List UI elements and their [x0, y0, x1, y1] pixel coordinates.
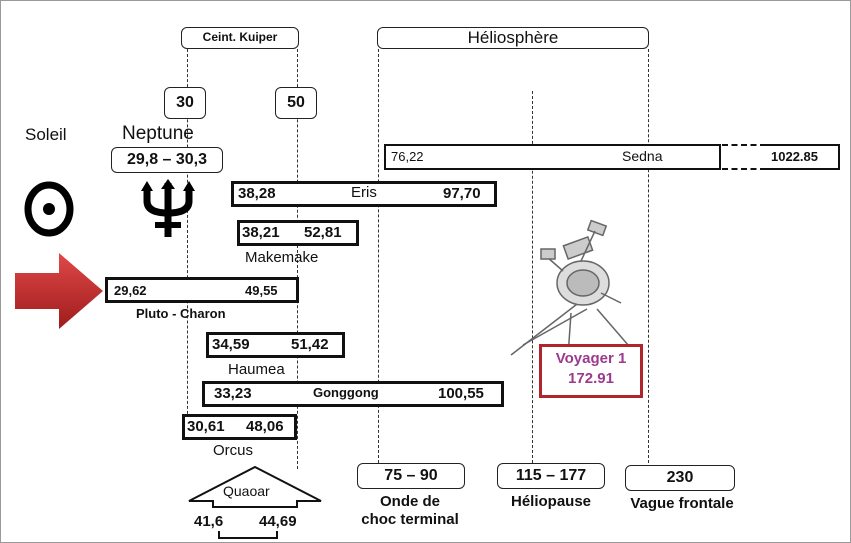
- neptune-trident-icon: [141, 179, 195, 237]
- heliosphere-header: Héliosphère: [377, 27, 649, 49]
- orcus-name: Orcus: [213, 442, 254, 459]
- haumea-max: 51,42: [291, 336, 329, 353]
- red-arrow-icon: [15, 253, 103, 329]
- pluto-name: Pluto - Charon: [136, 306, 226, 321]
- sedna-name: Sedna: [622, 148, 663, 164]
- quaoar-max: 44,69: [259, 513, 297, 530]
- makemake-max: 52,81: [304, 224, 342, 241]
- voyager-distance: 172.91: [568, 370, 614, 387]
- gonggong-range-box: [202, 381, 504, 407]
- heliopause-range: 115 – 177: [497, 463, 605, 489]
- pluto-max: 49,55: [245, 283, 278, 298]
- quaoar-name: Quaoar: [223, 483, 270, 499]
- termination-shock-label-line1: Onde de: [379, 493, 440, 510]
- kuiper-right-line: [297, 49, 298, 469]
- termination-shock-label-line2: choc terminal: [361, 511, 459, 528]
- haumea-name: Haumea: [228, 361, 285, 378]
- au-30-marker: 30: [164, 87, 206, 119]
- sedna-far-box: [766, 144, 840, 170]
- bow-wave-label: Vague frontale: [630, 495, 734, 512]
- haumea-range-box: [206, 332, 345, 358]
- kuiper-belt-header: Ceint. Kuiper: [181, 27, 299, 49]
- neptune-label: Neptune: [122, 123, 194, 144]
- gonggong-name: Gonggong: [313, 385, 379, 400]
- bow-wave-line: [648, 49, 649, 463]
- gonggong-min: 33,23: [214, 385, 252, 402]
- quaoar-bracket: [218, 531, 278, 539]
- sun-symbol-icon: [24, 181, 74, 237]
- termination-shock-range: 75 – 90: [357, 463, 465, 489]
- kuiper-left-line: [187, 49, 188, 429]
- heliopause-line: [532, 91, 533, 463]
- orcus-max: 48,06: [246, 418, 284, 435]
- bow-wave-range: 230: [625, 465, 735, 491]
- orcus-min: 30,61: [187, 418, 225, 435]
- quaoar-min: 41,6: [194, 513, 224, 530]
- makemake-range-box: [237, 220, 359, 246]
- voyager-box: [539, 344, 643, 398]
- pluto-min: 29,62: [114, 283, 147, 298]
- eris-min: 38,28: [238, 185, 276, 202]
- sedna-gap-dash: [722, 144, 766, 170]
- haumea-min: 34,59: [212, 336, 250, 353]
- sedna-min: 76,22: [391, 149, 424, 164]
- makemake-name: Makemake: [245, 249, 319, 266]
- quaoar-arrow-shape: [188, 465, 322, 508]
- voyager-name: Voyager 1: [555, 350, 627, 367]
- sedna-max: 1022.85: [771, 149, 818, 164]
- eris-max: 97,70: [443, 185, 481, 202]
- heliopause-label: Héliopause: [510, 493, 592, 510]
- pluto-range-box: [105, 277, 299, 303]
- voyager-probe-icon: [510, 219, 636, 372]
- orcus-range-box: [182, 414, 297, 440]
- makemake-min: 38,21: [242, 224, 280, 241]
- eris-name: Eris: [351, 184, 377, 201]
- termination-shock-line: [378, 49, 379, 463]
- au-50-marker: 50: [275, 87, 317, 119]
- neptune-range: 29,8 – 30,3: [111, 147, 223, 173]
- eris-range-box: [231, 181, 497, 207]
- sedna-range-box: [384, 144, 721, 170]
- gonggong-max: 100,55: [438, 385, 484, 402]
- sun-label: Soleil: [25, 125, 67, 144]
